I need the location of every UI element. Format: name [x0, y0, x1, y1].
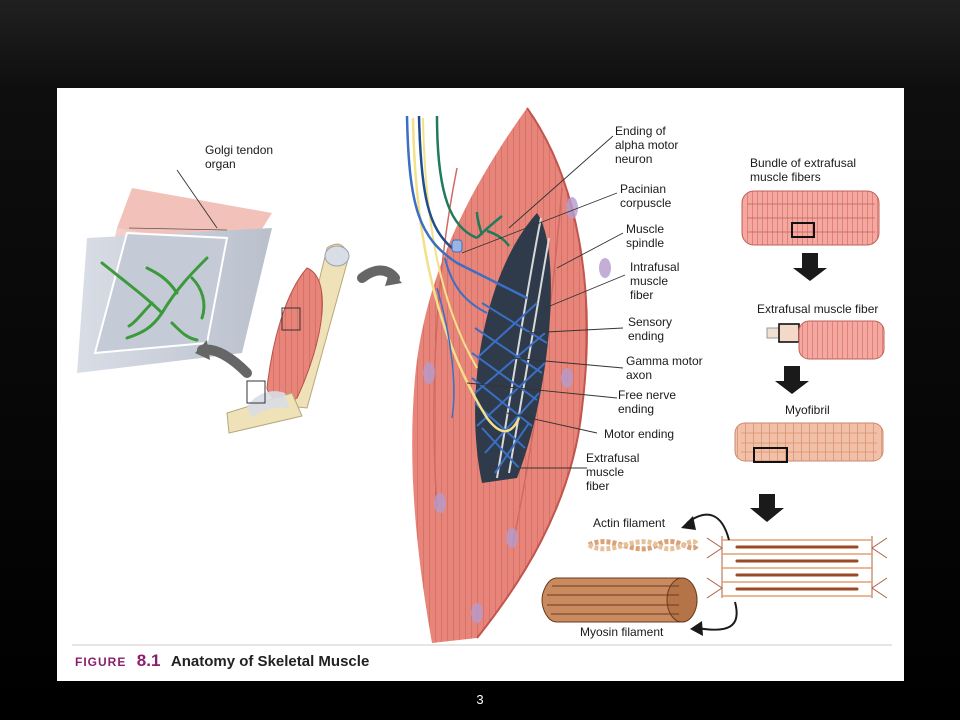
label-extrafusal-fiber: Extrafusal muscle fiber: [586, 451, 643, 493]
arrow-down-icon: [750, 494, 784, 522]
caption-prefix: FIGURE: [75, 655, 126, 669]
arrow-head-icon: [681, 516, 696, 530]
label-sensory-ending: Sensory ending: [628, 315, 675, 343]
caption-title: Anatomy of Skeletal Muscle: [171, 653, 369, 670]
label-motor-ending: Motor ending: [604, 427, 674, 441]
label-intrafusal-fiber: Intrafusal muscle fiber: [630, 260, 683, 302]
arrow-down-icon: [775, 366, 809, 394]
label-gamma-motor-axon: Gamma motor axon: [626, 354, 706, 382]
label-free-nerve-ending: Free nerve ending: [618, 388, 679, 416]
muscle-spindle-illustration: [405, 107, 611, 643]
slide-content: Golgi tendon organ Ending of alpha motor…: [57, 88, 904, 681]
arrow-head-icon: [690, 621, 703, 636]
label-bundle-extrafusal: Bundle of extrafusal muscle fibers: [750, 156, 859, 184]
golgi-tendon-organ-illustration: [77, 188, 272, 373]
curved-arrow-icon: [696, 601, 738, 631]
bundle-illustration: [741, 190, 880, 246]
label-myofibril: Myofibril: [785, 403, 830, 417]
arm-illustration: [195, 243, 402, 434]
label-alpha-motor-ending: Ending of alpha motor neuron: [615, 124, 682, 166]
leader-lines: [176, 135, 626, 469]
label-myosin-filament: Myosin filament: [580, 625, 664, 639]
extrafusal-fiber-illustration: [766, 320, 885, 360]
actin-filament-illustration: [587, 538, 700, 552]
label-extrafusal-muscle-fiber: Extrafusal muscle fiber: [757, 302, 878, 316]
skeletal-muscle-figure: Golgi tendon organ Ending of alpha motor…: [72, 107, 892, 670]
label-actin-filament: Actin filament: [593, 516, 666, 530]
myofibril-illustration: [734, 422, 884, 463]
label-pacinian-corpuscle: Pacinian corpuscle: [620, 182, 672, 210]
figure-caption: FIGURE 8.1 Anatomy of Skeletal Muscle: [72, 644, 892, 670]
label-golgi-tendon-organ: Golgi tendon organ: [205, 143, 276, 171]
caption-number: 8.1: [137, 651, 161, 670]
arrow-down-icon: [793, 253, 827, 281]
label-muscle-spindle: Muscle spindle: [626, 222, 667, 250]
caption-line: FIGURE 8.1 Anatomy of Skeletal Muscle: [75, 651, 369, 670]
myosin-filament-illustration: [541, 577, 698, 623]
page-number: 3: [476, 692, 484, 707]
sarcomere-illustration: [706, 536, 888, 599]
